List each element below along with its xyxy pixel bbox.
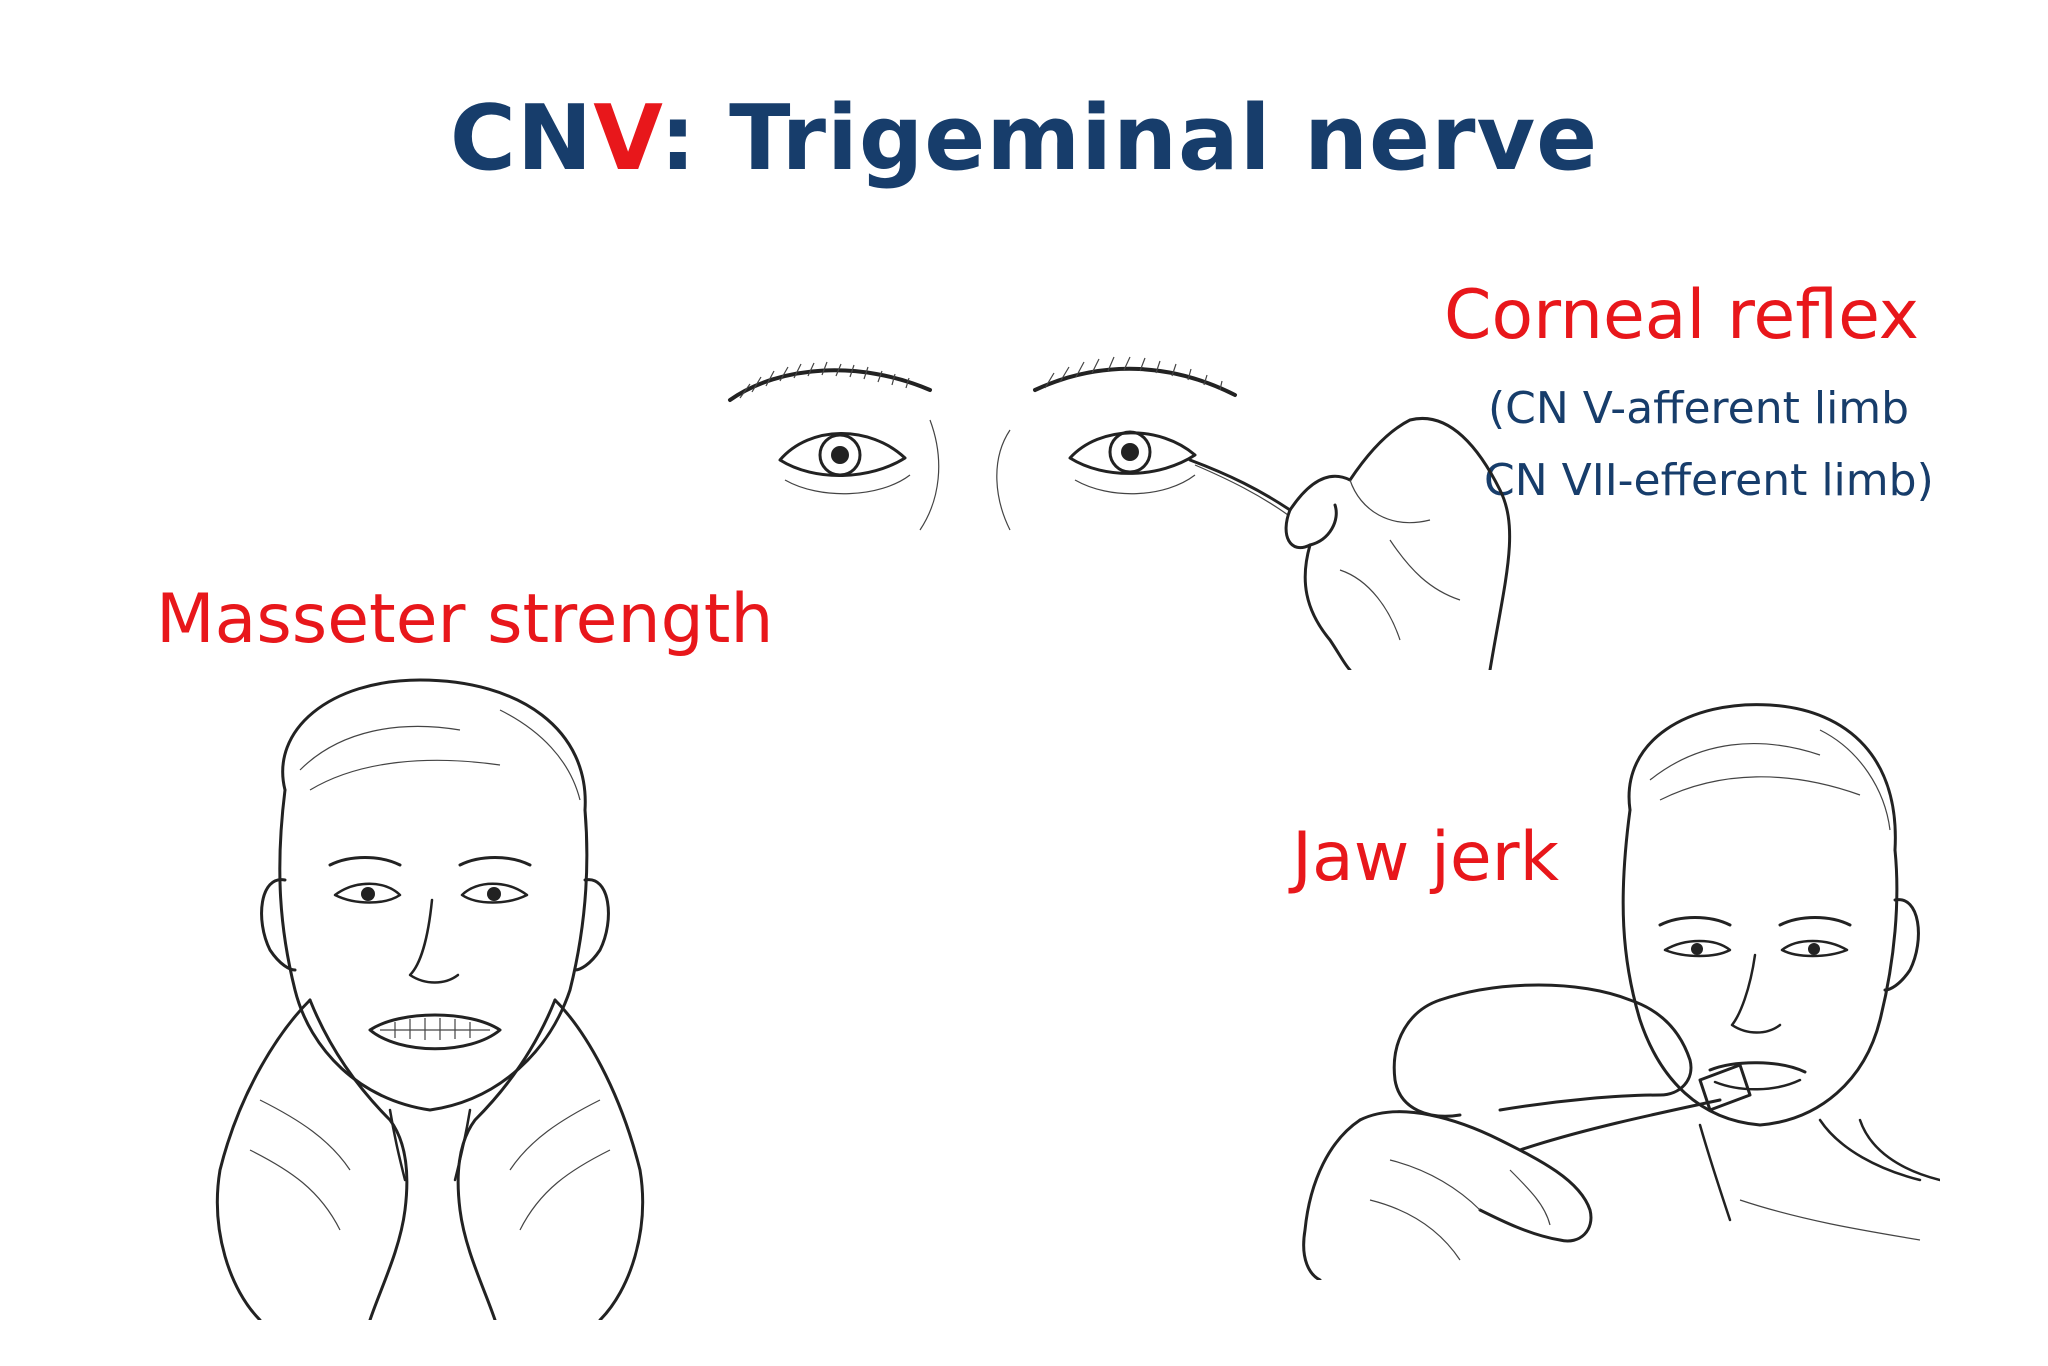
masseter-strength-drawing (215, 678, 645, 1320)
title-suffix: : Trigeminal nerve (659, 86, 1599, 191)
title-accent: V (593, 86, 660, 191)
jaw-jerk-illustration (1300, 700, 1940, 1280)
jaw-jerk-drawing (1302, 703, 1940, 1280)
masseter-strength-illustration (200, 670, 660, 1320)
corneal-reflex-drawing (728, 356, 1512, 670)
corneal-efferent-note: CN VII-efferent limb) (1484, 455, 1934, 506)
masseter-strength-label: Masseter strength (156, 580, 774, 659)
corneal-afferent-note: (CN V-afferent limb (1488, 383, 1910, 434)
jaw-jerk-label: Jaw jerk (1292, 818, 1560, 897)
title-prefix: CN (449, 86, 594, 191)
corneal-reflex-label: Corneal reflex (1444, 276, 1919, 355)
slide-title: CNV: Trigeminal nerve (0, 84, 2048, 194)
corneal-reflex-illustration (690, 340, 1530, 670)
